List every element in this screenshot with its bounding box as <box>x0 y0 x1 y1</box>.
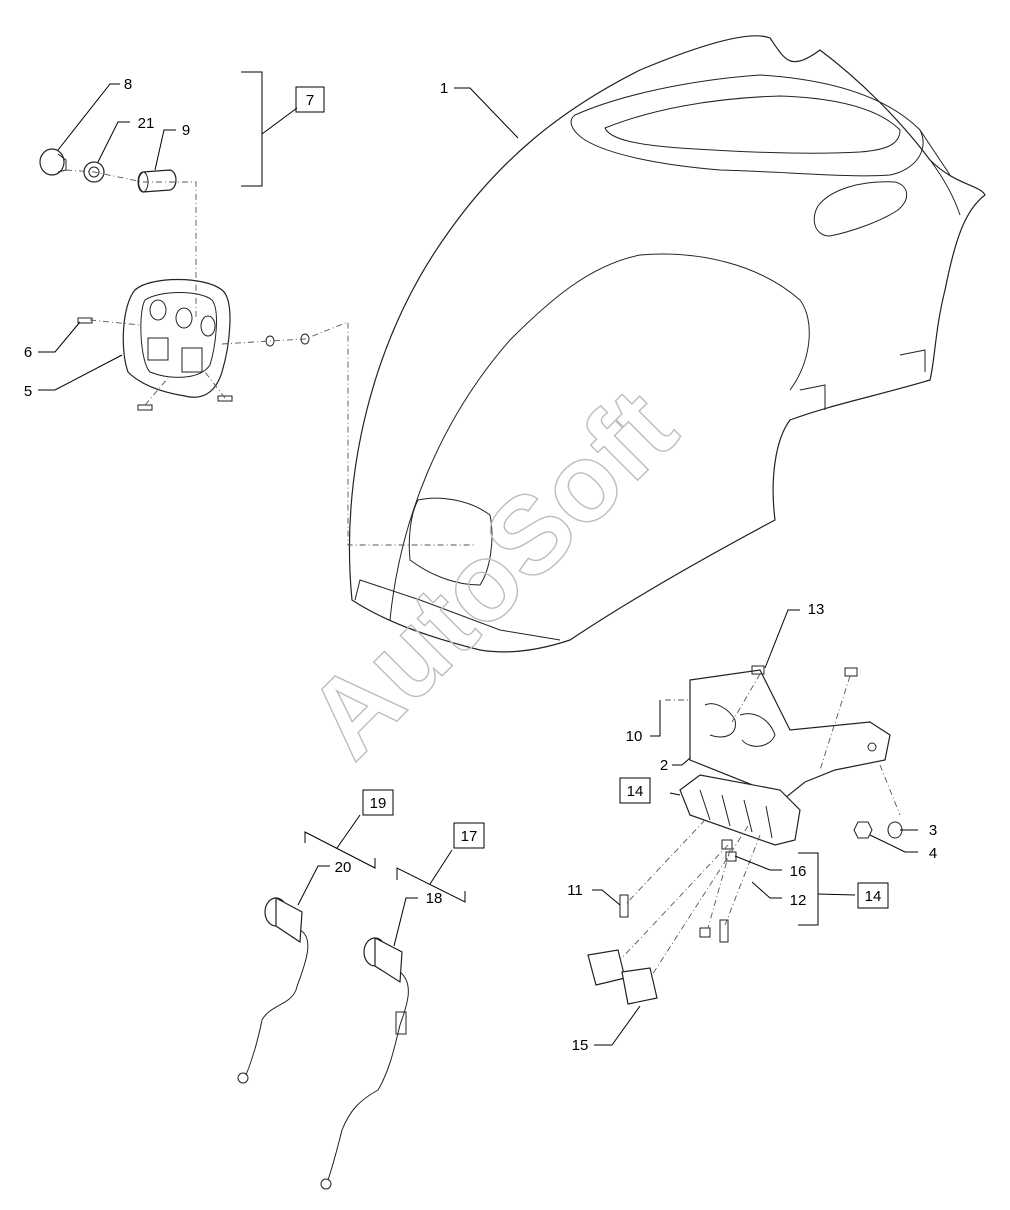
callout-12: 12 <box>790 892 807 909</box>
callout-11: 11 <box>567 882 583 899</box>
leader-16 <box>734 855 782 871</box>
power-socket-20-part <box>237 896 309 1084</box>
cap-8-part <box>39 148 67 176</box>
assembly-line-bracket <box>659 673 901 816</box>
group-bracket-14a-leader <box>669 792 681 796</box>
leader-5 <box>38 354 123 391</box>
leader-20 <box>297 865 330 906</box>
boxed-label-14a: 14 <box>627 783 644 800</box>
callout-2: 2 <box>660 757 668 774</box>
callout-20: 20 <box>335 859 352 876</box>
group-bracket-7 <box>241 71 298 187</box>
callout-6: 6 <box>24 344 32 361</box>
callout-5: 5 <box>24 383 32 400</box>
boxed-label-17-frame <box>453 822 485 849</box>
boxed-label-19: 19 <box>370 795 387 812</box>
group-bracket-19 <box>304 814 376 869</box>
leader-1 <box>454 87 519 139</box>
leader-13 <box>764 609 800 669</box>
leader-15 <box>594 1005 641 1046</box>
panel-housing-part <box>348 35 986 653</box>
callout-10: 10 <box>626 728 643 745</box>
callout-21: 21 <box>138 115 155 132</box>
leader-4 <box>869 834 918 853</box>
boxed-label-14b-frame <box>857 882 889 909</box>
callout-13: 13 <box>808 601 825 618</box>
boxed-label-19-frame <box>362 789 394 816</box>
assembly-line-screws <box>89 319 226 406</box>
boxed-label-14b: 14 <box>865 888 882 905</box>
callout-8: 8 <box>124 76 132 93</box>
relay-15-part <box>587 949 658 1005</box>
leader-11 <box>592 889 621 906</box>
leader-18 <box>393 897 418 947</box>
leader-10 <box>650 700 661 737</box>
callout-15: 15 <box>572 1037 589 1054</box>
power-socket-18-part <box>320 937 409 1190</box>
assembly-line-socket <box>65 169 197 320</box>
assembly-line-nuts <box>221 321 475 546</box>
callout-1: 1 <box>440 80 448 97</box>
boxed-label-17: 17 <box>461 828 478 845</box>
leader-6 <box>38 321 81 353</box>
group-bracket-14b <box>798 852 856 926</box>
faceplate-part <box>122 278 231 398</box>
leader-8 <box>57 83 120 151</box>
callout-4: 4 <box>929 845 937 862</box>
relay-holder-14-part <box>679 774 801 846</box>
group-bracket-17 <box>396 849 466 903</box>
callout-9: 9 <box>182 122 190 139</box>
callout-18: 18 <box>426 890 443 907</box>
leader-21 <box>97 121 130 163</box>
boxed-label-14a-frame <box>619 777 651 804</box>
leader-9 <box>154 129 176 171</box>
sleeve-9-part <box>137 169 177 193</box>
leader-12 <box>751 881 782 899</box>
boxed-label-7-frame <box>295 86 325 113</box>
callout-16: 16 <box>790 863 807 880</box>
leader-2 <box>672 757 691 766</box>
boxed-label-7: 7 <box>306 92 314 109</box>
callout-3: 3 <box>929 822 937 839</box>
assembly-line-relays <box>619 819 761 976</box>
